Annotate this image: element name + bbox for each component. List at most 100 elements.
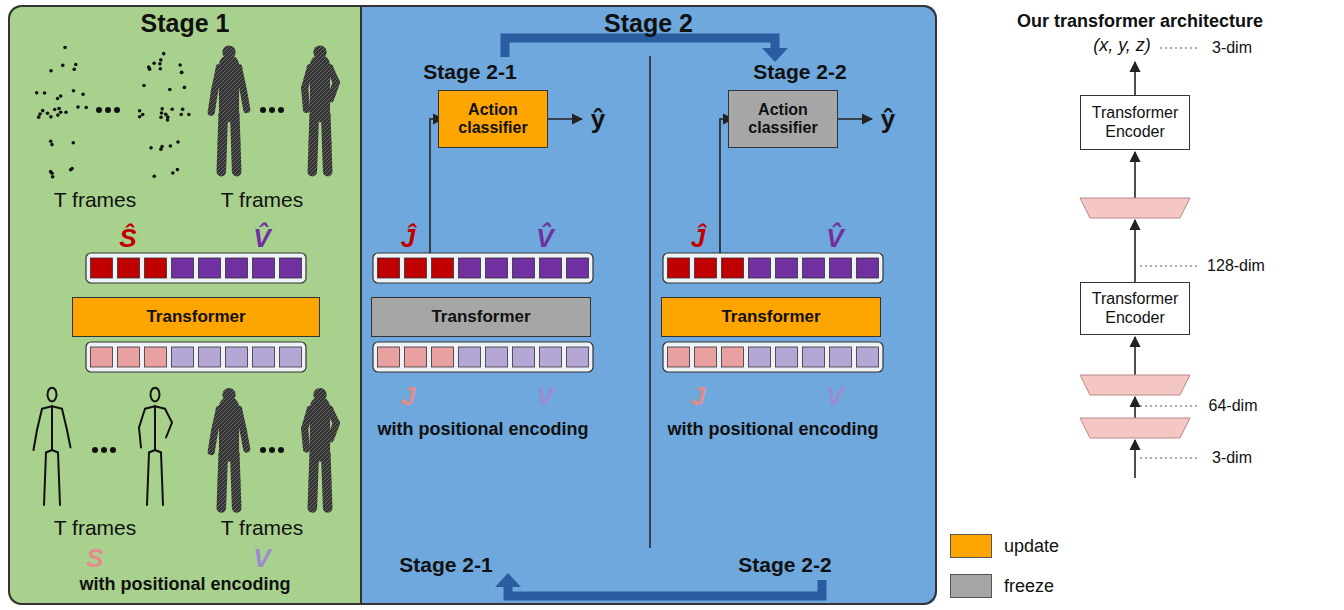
ellipsis-dot: [101, 447, 107, 453]
cloud-point: [159, 116, 163, 120]
cloud-point: [64, 111, 68, 115]
output-arrow: [837, 118, 872, 120]
legend: updatefreeze: [950, 526, 1059, 606]
section-heading: Our transformer architecture: [1017, 12, 1263, 32]
cloud-point: [181, 108, 185, 112]
body-head: [313, 388, 326, 401]
cloud-point: [74, 63, 78, 67]
cloud-point: [63, 46, 67, 50]
token: [749, 347, 771, 367]
cloud-point: [49, 115, 53, 119]
box-label: Transformer: [146, 307, 245, 327]
skeleton-bone: [34, 430, 38, 450]
cycle-arrow: [505, 38, 775, 57]
token: [513, 258, 535, 278]
dimension-label: 3-dim: [1212, 39, 1252, 57]
cloud-point: [152, 62, 156, 66]
cycle-arrow: [508, 580, 822, 596]
cloud-point: [76, 105, 80, 109]
ellipsis-dot: [260, 107, 266, 113]
stage-panel: Stage 2Action classifierTransformerActio…: [362, 5, 937, 605]
cloud-point: [187, 113, 191, 117]
cloud-point: [169, 144, 173, 148]
token: [280, 347, 302, 367]
token: [668, 258, 690, 278]
token: [145, 347, 167, 367]
body-part: [243, 91, 246, 110]
flow-arrow: [1134, 220, 1136, 282]
box-label: Transformer Encoder: [1081, 104, 1189, 141]
cloud-point: [160, 145, 164, 149]
token: [567, 347, 589, 367]
symbol-label: V: [536, 382, 553, 411]
skeleton-bone: [52, 406, 62, 409]
symbol-label: V̂: [826, 224, 843, 253]
symbol-label: V̂: [253, 224, 270, 253]
token: [776, 258, 798, 278]
skeleton-bone: [148, 453, 149, 479]
cloud-point: [46, 111, 50, 115]
cloud-point: [178, 63, 182, 67]
dimension-label: 64-dim: [1209, 397, 1258, 415]
cloud-point: [43, 91, 47, 95]
token: [540, 347, 562, 367]
token: [226, 258, 248, 278]
cloud-point: [69, 168, 73, 172]
stage-divider: [649, 56, 651, 548]
flow-arrow: [1134, 337, 1136, 375]
skeleton-bone: [62, 409, 67, 430]
token: [749, 258, 771, 278]
skeleton-bone: [154, 433, 156, 451]
ellipsis-dots: [96, 107, 120, 113]
legend-swatch: [950, 534, 992, 558]
box-label: Transformer: [431, 307, 530, 327]
skeleton-bone: [154, 406, 156, 432]
skeleton-bone: [155, 406, 165, 409]
frame-count: T frames: [54, 188, 136, 211]
cloud-point: [50, 143, 54, 147]
body-head: [222, 388, 235, 401]
skeleton-figure: [34, 388, 71, 505]
encoder-box: Transformer Encoder: [1080, 282, 1190, 335]
stage2-panel-fill: [362, 5, 937, 605]
skeleton-bone: [44, 479, 45, 505]
token: [459, 347, 481, 367]
frame-count: T frames: [221, 188, 303, 211]
cloud-point: [71, 141, 75, 145]
symbol-label: J: [401, 382, 415, 411]
token: [199, 258, 221, 278]
symbol-label: S: [86, 544, 103, 573]
cloud-point: [176, 168, 180, 172]
token: [722, 258, 744, 278]
cloud-point: [180, 71, 184, 75]
stage-panel: Stage 1Transformer: [8, 5, 362, 605]
output-label: (x, y, z): [1093, 36, 1151, 56]
token-row-frame: [373, 253, 593, 283]
dimension-leader: [1140, 406, 1198, 407]
stage1-panel-fill: [8, 5, 362, 605]
cloud-point: [158, 62, 162, 66]
stage-label: Stage 2-1: [423, 60, 516, 83]
token-row: [86, 253, 306, 283]
body-part: [243, 431, 246, 449]
symbol-label: V̂: [536, 224, 553, 253]
body-part: [211, 91, 214, 113]
dimension-label: 128-dim: [1207, 257, 1265, 275]
token: [253, 347, 275, 367]
transformer-box: Transformer: [72, 297, 320, 337]
point-cloud: [138, 52, 191, 178]
skeleton-figure: [139, 388, 172, 505]
cloud-point: [179, 113, 183, 117]
token-row-frame: [86, 342, 306, 372]
legend-label: update: [1004, 536, 1059, 557]
projection-layer: [1080, 418, 1190, 438]
cloud-point: [61, 64, 65, 68]
legend-swatch: [950, 574, 992, 598]
ellipsis-dot: [269, 447, 275, 453]
cloud-point: [49, 170, 53, 174]
cloud-point: [180, 71, 184, 75]
token: [172, 258, 194, 278]
symbol-label: ŷ: [881, 105, 895, 134]
note-label: with positional encoding: [668, 420, 879, 440]
